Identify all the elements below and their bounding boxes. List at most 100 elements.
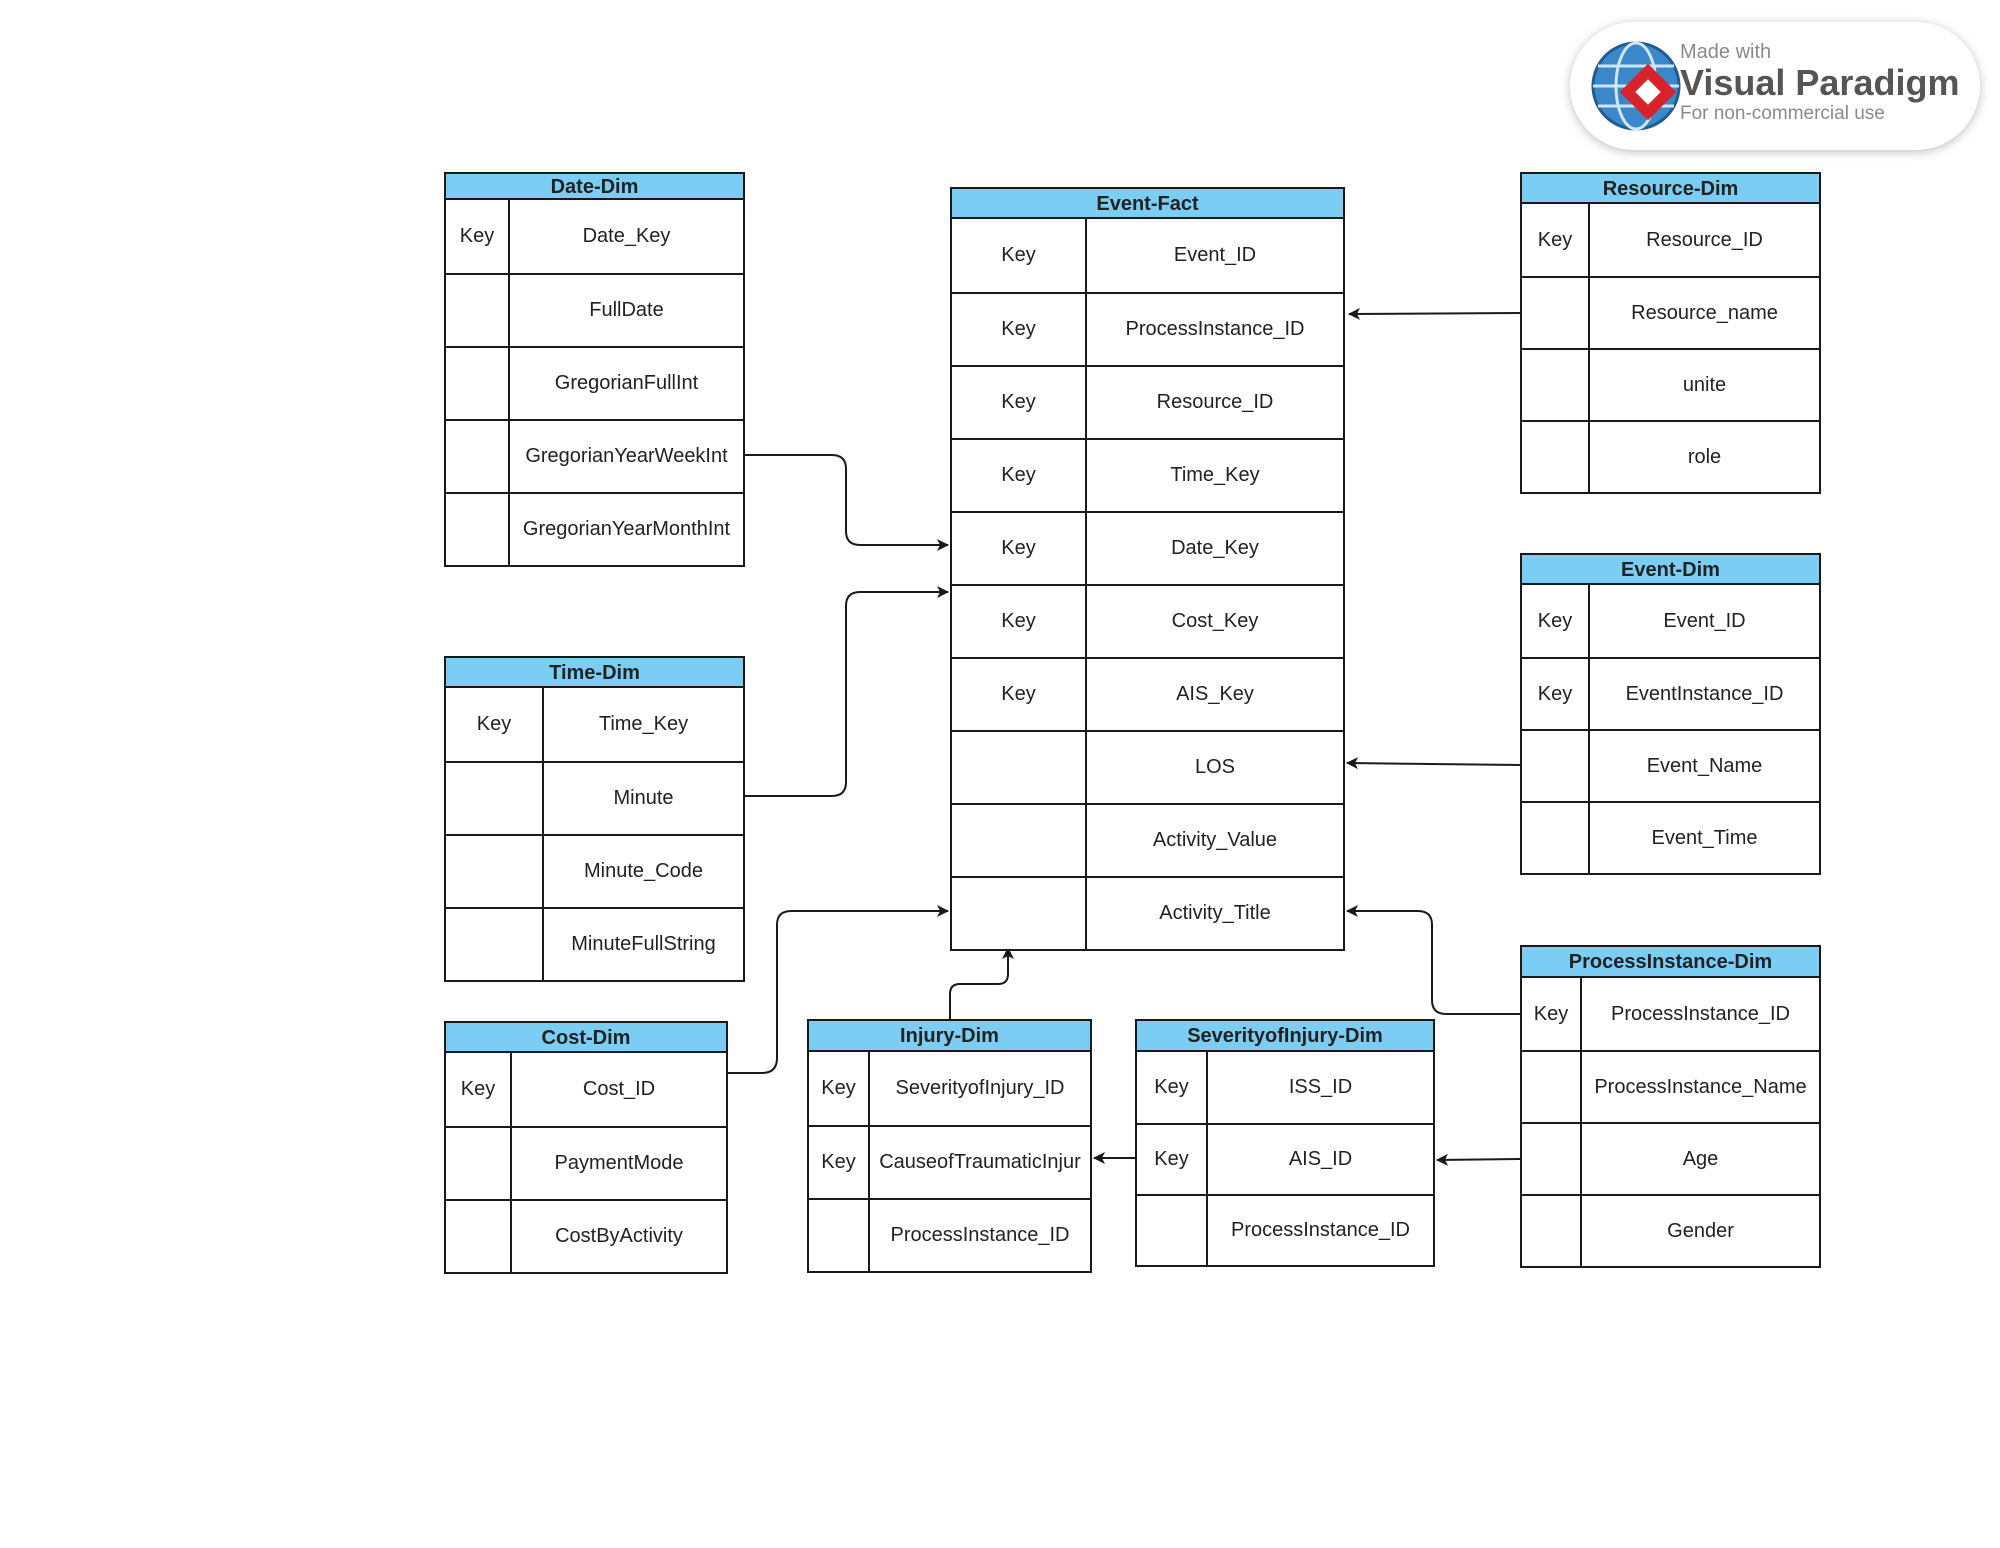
field-cell: Resource_ID (1590, 204, 1819, 276)
injury-dim-row[interactable]: Key SeverityofInjury_ID (809, 1052, 1090, 1125)
key-cell: Key (809, 1127, 870, 1198)
field-cell: CauseofTraumaticInjur (870, 1127, 1090, 1198)
field-cell: GregorianYearMonthInt (510, 494, 743, 565)
field-cell: Time_Key (544, 688, 743, 761)
key-cell: Key (446, 1053, 512, 1126)
field-name: Date_Key (582, 225, 671, 247)
field-name: ProcessInstance_ID (1125, 318, 1305, 340)
key-cell (446, 1201, 512, 1272)
field-cell: SeverityofInjury_ID (870, 1052, 1090, 1125)
time-dim-title: Time-Dim (446, 658, 743, 688)
field-cell: Age (1582, 1124, 1819, 1194)
key-label: Key (1537, 228, 1573, 251)
field-name: ProcessInstance_ID (890, 1224, 1070, 1246)
time-dim-row[interactable]: Minute (446, 761, 743, 834)
field-name: GregorianYearMonthInt (522, 518, 731, 540)
cost-dim-row[interactable]: PaymentMode (446, 1126, 726, 1199)
date-dim-row[interactable]: GregorianFullInt (446, 346, 743, 419)
key-cell: Key (446, 688, 544, 761)
date-dim-row[interactable]: FullDate (446, 273, 743, 346)
key-label: Key (459, 225, 495, 247)
key-label: Key (1154, 1148, 1189, 1170)
date-dim-row[interactable]: GregorianYearWeekInt (446, 419, 743, 492)
key-cell (446, 494, 510, 565)
event-fact-row[interactable]: Activity_Value (952, 803, 1343, 876)
key-label: Key (1001, 683, 1036, 705)
field-cell: LOS (1087, 732, 1343, 803)
field-name: role (1687, 445, 1722, 468)
date-dim-row[interactable]: Key Date_Key (446, 200, 743, 273)
resource-dim-row[interactable]: Key Resource_ID (1522, 204, 1819, 276)
field-cell: ProcessInstance_Name (1582, 1052, 1819, 1122)
resource-dim-row[interactable]: Resource_name (1522, 276, 1819, 348)
field-cell: Minute (544, 763, 743, 834)
field-name: Date_Key (1171, 537, 1259, 559)
injury-dim-row[interactable]: ProcessInstance_ID (809, 1198, 1090, 1271)
processinstance-dim-row[interactable]: Age (1522, 1122, 1819, 1194)
field-cell: Activity_Value (1087, 805, 1343, 876)
processinstance-dim-row[interactable]: Gender (1522, 1194, 1819, 1266)
key-label: Key (1537, 682, 1573, 705)
time-dim-row[interactable]: Minute_Code (446, 834, 743, 907)
field-name: AIS_Key (1176, 683, 1254, 705)
field-cell: Event_Name (1590, 731, 1819, 801)
field-cell: PaymentMode (512, 1128, 726, 1199)
resource-dim-row[interactable]: unite (1522, 348, 1819, 420)
field-cell: Activity_Title (1087, 878, 1343, 949)
key-cell (1522, 350, 1590, 420)
key-label: Key (821, 1077, 856, 1099)
field-cell: GregorianYearWeekInt (510, 421, 743, 492)
cost-dim-to-event-fact-connector (728, 905, 949, 1074)
key-label: Key (1001, 464, 1036, 486)
key-cell: Key (1522, 204, 1590, 276)
resource-dim-row[interactable]: role (1522, 420, 1819, 492)
field-cell: Date_Key (1087, 513, 1343, 584)
key-cell: Key (1137, 1125, 1208, 1194)
key-cell (809, 1200, 870, 1271)
key-cell: Key (1522, 585, 1590, 657)
event-fact-row[interactable]: Activity_Title (952, 876, 1343, 949)
severity-dim-row[interactable]: ProcessInstance_ID (1137, 1194, 1433, 1265)
key-cell: Key (1522, 978, 1582, 1050)
key-cell: Key (952, 367, 1087, 438)
key-cell (1522, 803, 1590, 873)
event-dim-row[interactable]: Event_Time (1522, 801, 1819, 873)
severity-dim-row[interactable]: Key AIS_ID (1137, 1123, 1433, 1194)
time-dim-row[interactable]: MinuteFullString (446, 907, 743, 980)
event-fact-row[interactable]: LOS (952, 730, 1343, 803)
event-fact-row[interactable]: Key AIS_Key (952, 657, 1343, 730)
date-dim-row[interactable]: GregorianYearMonthInt (446, 492, 743, 565)
field-name: Minute (613, 787, 674, 809)
key-cell (446, 421, 510, 492)
key-cell (446, 763, 544, 834)
event-dim-row[interactable]: Event_Name (1522, 729, 1819, 801)
cost-dim-row[interactable]: CostByActivity (446, 1199, 726, 1272)
key-cell (1522, 1196, 1582, 1266)
event-dim-row[interactable]: Key EventInstance_ID (1522, 657, 1819, 729)
processinstance-dim-row[interactable]: ProcessInstance_Name (1522, 1050, 1819, 1122)
field-cell: AIS_ID (1208, 1125, 1433, 1194)
field-name: EventInstance_ID (1625, 682, 1784, 705)
